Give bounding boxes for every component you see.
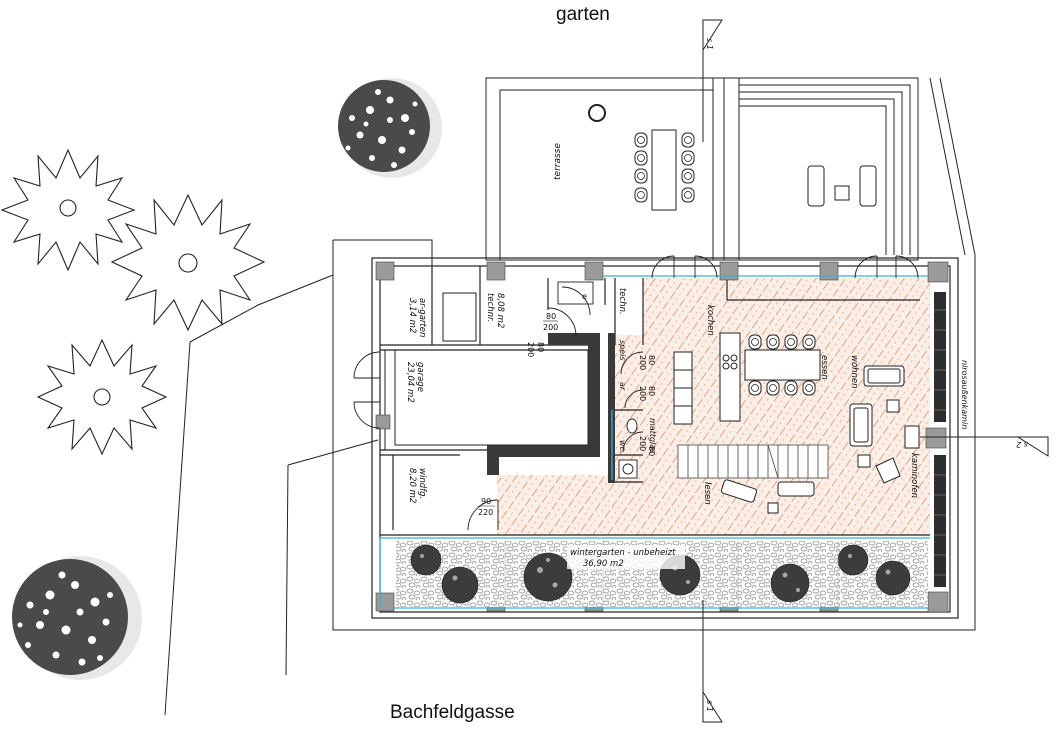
label-speis: speis [618,340,627,361]
label-nische: nirosaußenkamin [960,360,969,429]
terrace-plant-pot [588,104,606,122]
garage-technic-box [442,292,477,342]
wintergarden-label: wintergarten - unbeheizt [570,548,676,558]
wintergarden-tree-texture [420,554,891,592]
garden-label: garten [556,4,610,25]
section-s2-label: s 2 [1016,440,1028,449]
label-door-e: e [582,292,587,301]
door-a-width: 80 [546,312,556,321]
label-lesen: lesen [702,482,712,505]
door-a-height: 200 [543,323,558,332]
wintergarden-trees [410,544,911,604]
label-wohnen: wohnen [849,355,859,389]
east-glazing-mullions [934,309,946,576]
foliage-tree-icon-2 [12,556,142,680]
label-windfg-area: 8,20 m2 [407,468,417,503]
door-wc-height: 200 [638,436,647,451]
section-s1-top-label: s 1 [705,38,714,50]
label-mattglas: mattglas [648,418,657,453]
label-ar: ar [618,382,627,391]
wintergarden-area: 36,90 m2 [583,559,624,569]
door-wc-width: 80 [647,446,656,456]
label-garage: garage [415,362,425,392]
spiky-tree-icon-3 [36,338,168,456]
door-swings [353,255,919,531]
east-facade-glazing [934,292,946,587]
staircase [677,444,829,479]
label-essen: essen [819,355,829,380]
street-label: Bachfeldgasse [390,702,515,723]
label-techn-small: techn. [617,288,627,315]
label-wc: wc. [618,440,627,453]
label-kaminofen: kaminofen [909,453,919,498]
door-ar-width: 80 [647,386,656,396]
door-entry-height: 220 [478,508,493,517]
section-s1-bottom: s 1 [702,600,723,723]
room-labels: technr. 8,08 m2 techn. ar-garten 3,14 m2… [405,288,969,505]
door-entry-width: 90 [481,497,491,506]
foliage-tree-icon-1 [338,78,442,178]
dining-table [744,334,821,396]
label-ar-garten-area: 3,14 m2 [407,298,417,333]
terrace-label: terrasse [553,143,563,180]
label-techn-room: technr. [485,293,495,322]
spiky-tree-icon-2 [110,193,266,332]
section-s1-top: s 1 [702,19,723,142]
door-speis-height: 200 [638,355,647,370]
living-furniture [720,365,920,514]
wintergarden-label-bg [567,545,685,569]
kitchen-counter [673,332,741,425]
section-s1-bottom-label: s 1 [705,700,714,712]
label-kochen: kochen [705,305,715,336]
glass-lines [379,275,930,609]
garage-bay [384,349,589,450]
spiky-tree-icon-1 [0,148,136,272]
door-dimensions: 80 200 80 200 80 200 80 200 80 200 90 22… [478,312,656,517]
terrace-dining-table [634,129,695,211]
door-b-width: 80 [536,342,545,352]
terrace [485,77,919,261]
site-boundary-lines [164,77,976,716]
terrace-lounge-set [807,165,877,207]
label-windfg: windfg. [417,468,427,499]
door-b-height: 200 [526,342,535,357]
door-ar-height: 200 [638,386,647,401]
label-garage-area: 23,04 m2 [405,362,415,403]
section-s2: s 2 [920,436,1049,457]
structural-walls [487,333,615,483]
door-speis-width: 80 [647,355,656,365]
label-techn-room-area: 8,08 m2 [495,293,505,328]
label-ar-garten: ar-garten [417,298,427,337]
